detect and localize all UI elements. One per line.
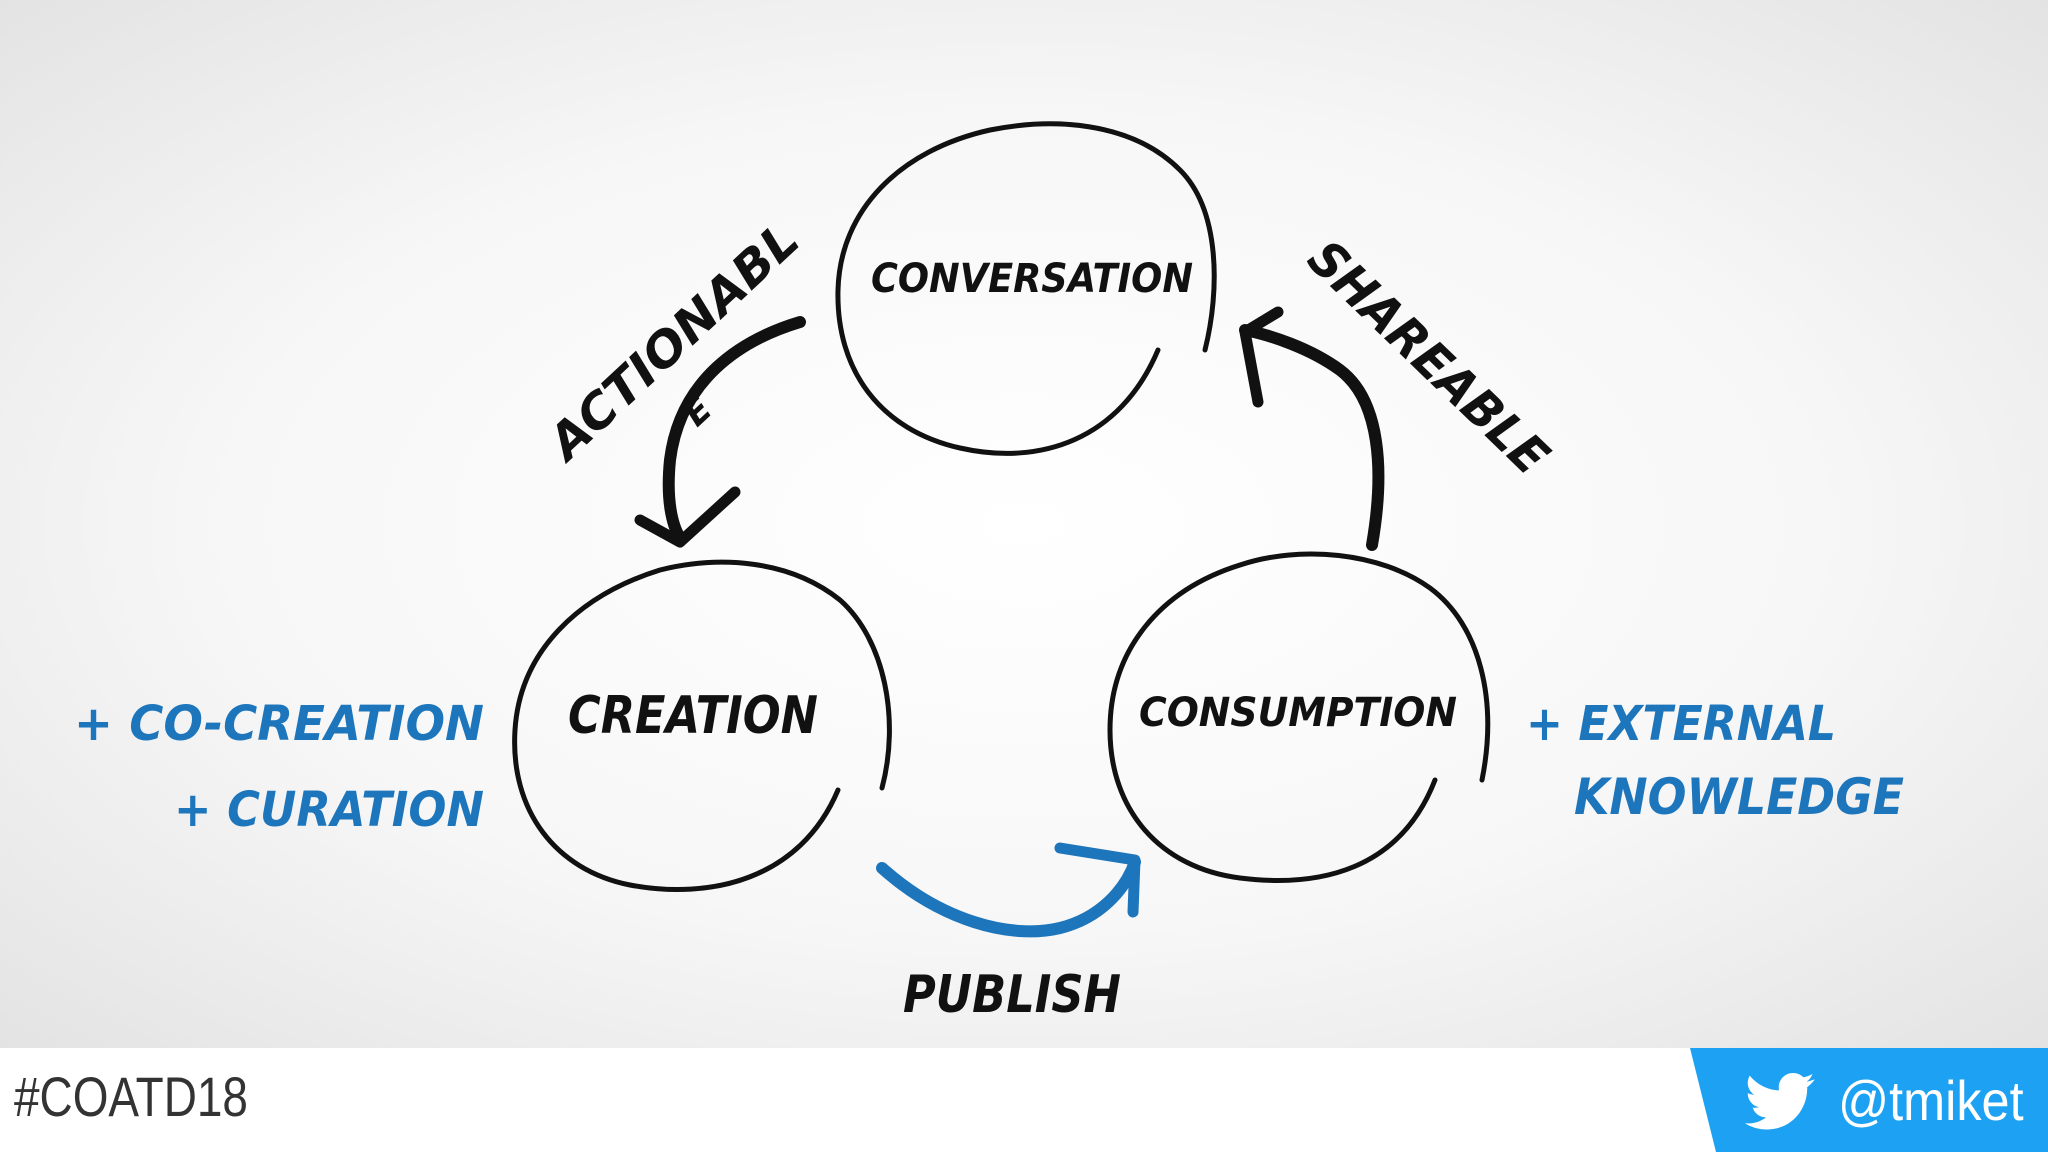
consumption-label: CONSUMPTION — [1139, 690, 1457, 736]
actionable-arrow — [662, 316, 806, 544]
publish-arrow — [876, 856, 1141, 938]
twitter-bird-icon — [1744, 1072, 1815, 1130]
conversation-label: CONVERSATION — [871, 256, 1193, 302]
curation-note: + CURATION — [174, 782, 484, 838]
shareable-arrowhead — [1239, 306, 1284, 408]
publish-label: PUBLISH — [903, 965, 1121, 1025]
cycle-diagram: CONVERSATION CREATION CONSUMPTION ACTION… — [74, 121, 1904, 1025]
publish-arrowhead — [1054, 842, 1141, 918]
external-note: + EXTERNAL — [1526, 696, 1836, 752]
co-creation-note: + CO-CREATION — [74, 696, 484, 752]
consumption-circle — [1107, 551, 1491, 883]
actionable-arrowhead — [634, 486, 741, 548]
conversation-circle — [835, 121, 1217, 456]
twitter-badge — [1690, 1048, 2048, 1152]
creation-circle — [512, 559, 892, 892]
shareable-label: SHAREABLE — [1297, 229, 1560, 486]
knowledge-note: KNOWLEDGE — [1574, 768, 1904, 826]
shareable-arrow — [1239, 324, 1385, 551]
slide-canvas: CONVERSATION CREATION CONSUMPTION ACTION… — [0, 0, 2048, 1048]
creation-label: CREATION — [568, 686, 818, 746]
twitter-handle[interactable]: @tmiket — [1838, 1069, 2024, 1132]
event-hashtag: #COATD18 — [14, 1065, 248, 1128]
